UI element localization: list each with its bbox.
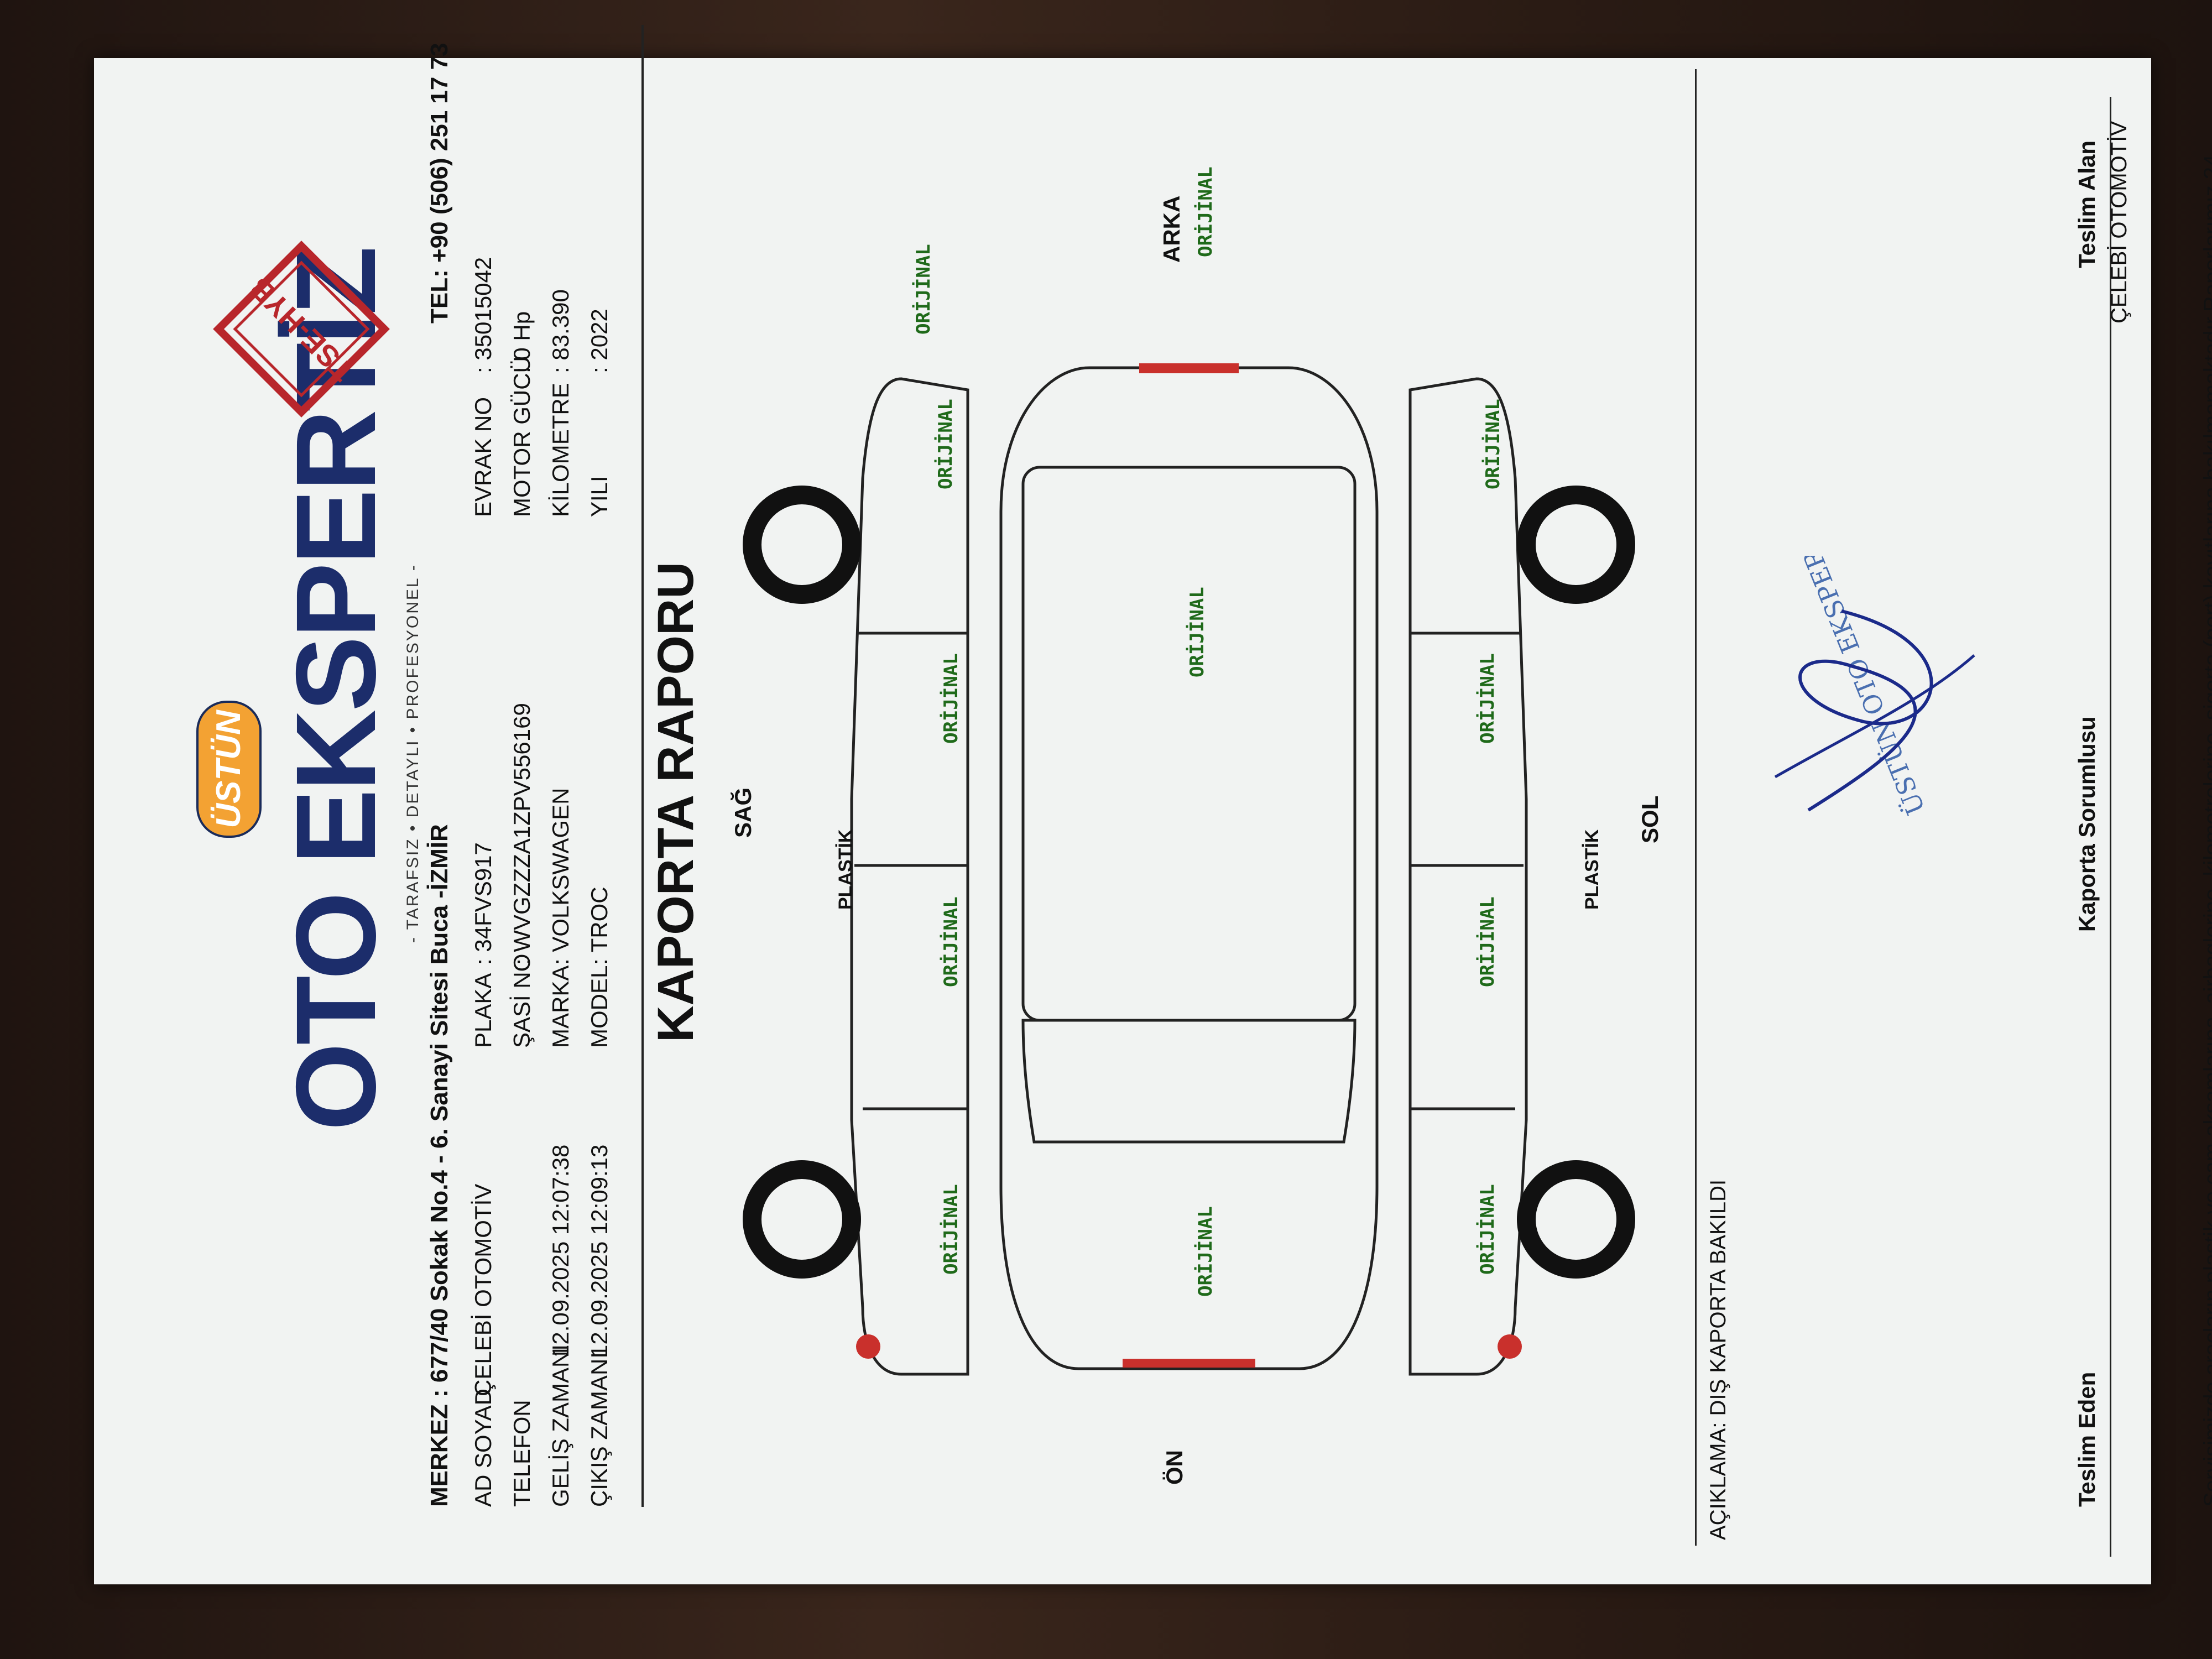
description-divider — [1695, 69, 1697, 1546]
value-gelis: 12.09.2025 12:07:38 — [547, 1144, 573, 1358]
part-label-left-front-door: ORİJİNAL — [1477, 896, 1499, 987]
brakelight-front — [1123, 1359, 1255, 1368]
label-plaka: PLAKA — [470, 973, 496, 1048]
value-evrak: : 35015042 — [470, 257, 496, 373]
label-gelis: GELİŞ ZAMANI — [547, 1344, 573, 1507]
car-right-side-outline — [850, 377, 969, 1376]
value-cikis: 12.09.2025 12:09:13 — [586, 1144, 612, 1358]
headlight-left — [1498, 1334, 1522, 1359]
value-yili: : 2022 — [586, 309, 612, 373]
part-label-left-rear-door: ORİJİNAL — [1477, 653, 1499, 744]
part-label-right-quarter: ORİJİNAL — [912, 244, 935, 335]
label-model: MODEL — [586, 965, 612, 1048]
kaporta-sorumlusu-label: Kaporta Sorumlusu — [2074, 716, 2100, 932]
label-sasi: ŞASİ NO — [509, 953, 535, 1048]
description-text: AÇIKLAMA: DIŞ KAPORTA BAKILDI — [1706, 1179, 1730, 1540]
car-diagram — [743, 363, 1635, 1376]
value-sasi: : WVGZZZA1ZPV556169 — [509, 703, 535, 965]
label-on: ÖN — [1161, 1450, 1187, 1485]
label-cikis: ÇIKIŞ ZAMANI — [586, 1352, 612, 1507]
wheel-rear-right — [743, 486, 861, 604]
wheel-rear-left — [1517, 486, 1635, 604]
part-label-roof: ORİJİNAL — [1186, 587, 1208, 677]
phone-number: TEL: +90 (506) 251 17 73 — [426, 43, 453, 324]
tse-hyb-logo: TSE-HYB — [213, 241, 390, 418]
label-ad-soyad: AD SOYAD — [470, 1389, 496, 1507]
company-stamp-signature: ÜSTÜN OTO EKSPERTİZ — [1774, 556, 1975, 820]
label-telefon: TELEFON — [509, 1400, 535, 1507]
label-marka: MARKA — [547, 965, 573, 1048]
part-label-right-front-door: ORİJİNAL — [940, 896, 962, 987]
value-plaka: : 34FVS917 — [470, 842, 496, 965]
value-model: : TROC — [586, 886, 612, 965]
center-address: MERKEZ : 677/40 Sokak No.4 - 6. Sanayi S… — [426, 824, 453, 1507]
teslim-eden-label: Teslim Eden — [2074, 1371, 2100, 1507]
value-kilometre: : 83.390 — [547, 289, 573, 373]
part-label-right-rear-door: ORİJİNAL — [940, 653, 962, 744]
car-left-side-outline — [1408, 377, 1528, 1376]
label-kilometre: KİLOMETRE — [547, 383, 573, 517]
logo-badge: ÜSTÜN — [196, 701, 262, 838]
part-label-left-rear-fender: ORİJİNAL — [1482, 399, 1504, 489]
value-marka: : VOLKSWAGEN — [547, 787, 573, 965]
label-motor: MOTOR GÜCÜ — [509, 356, 535, 517]
part-label-left-front-fender: ORİJİNAL — [1477, 1184, 1499, 1275]
footer-divider — [2110, 97, 2111, 1557]
car-top-view-outline — [999, 366, 1379, 1370]
part-label-trunk: ORİJİNAL — [1194, 166, 1217, 257]
plastik-label-left: PLASTİK — [1582, 829, 1603, 910]
header-divider — [641, 25, 644, 1507]
company-tagline: - TARAFSIZ • DETAYLI • PROFESYONEL - — [404, 564, 422, 943]
report-sheet: ÜSTÜN OTO EKSPERTİZ - TARAFSIZ • DETAYLI… — [94, 25, 2212, 1584]
wheel-front-left — [1517, 1160, 1635, 1279]
document-details: EVRAK NO : 35015042 MOTOR GÜCÜ: 0 Hp KİLO… — [470, 257, 613, 517]
label-evrak: EVRAK NO — [470, 397, 496, 517]
car-roof-outline — [1021, 466, 1357, 1022]
plastik-label-right: PLASTİK — [835, 829, 856, 910]
teslim-alan-label: Teslim Alan — [2074, 140, 2100, 268]
part-label-right-rear-fender: ORİJİNAL — [935, 399, 957, 489]
customer-info: AD SOYADÇELEBİ OTOMOTİV TELEFON GELİŞ ZA… — [470, 1145, 613, 1507]
wheel-front-right — [743, 1160, 861, 1279]
report-document: ÜSTÜN OTO EKSPERTİZ - TARAFSIZ • DETAYLI… — [94, 25, 2212, 1584]
part-label-right-front-fender: ORİJİNAL — [940, 1184, 962, 1275]
footer-disclaimer: Servisimizde araçların plastik ve cam ak… — [2200, 154, 2212, 1507]
report-title: KAPORTA RAPORU — [648, 562, 704, 1042]
vehicle-info: PLAKA : 34FVS917 ŞASİ NO: WVGZZZA1ZPV5561… — [470, 703, 613, 1048]
taillight-rear — [1139, 363, 1239, 373]
label-yili: YILI — [586, 476, 612, 517]
value-motor: : 0 Hp — [509, 311, 535, 373]
part-label-hood: ORİJİNAL — [1194, 1206, 1217, 1297]
car-windshield-outline — [1021, 1019, 1357, 1144]
headlight-right — [856, 1334, 880, 1359]
value-ad-soyad: ÇELEBİ OTOMOTİV — [470, 1183, 496, 1396]
